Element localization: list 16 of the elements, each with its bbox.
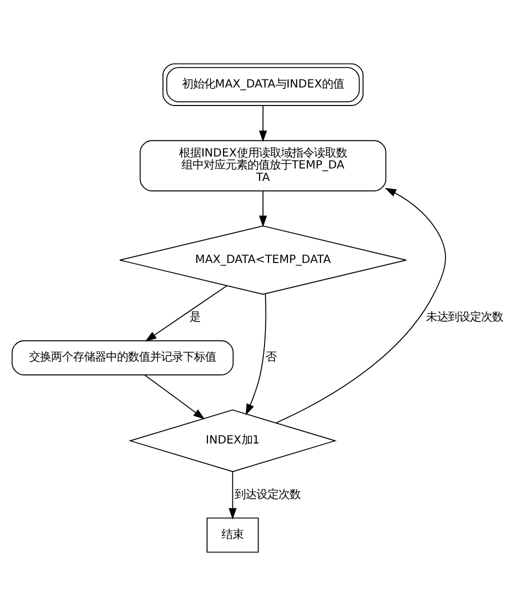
arrow <box>275 188 446 424</box>
node-box: 初始化MAX_DATA与INDEX的值 <box>162 63 364 106</box>
node-box: 交换两个存储器中的数值并记录下标值 <box>12 340 234 376</box>
edge-label: 未达到设定次数 <box>426 309 504 324</box>
arrow <box>259 105 267 142</box>
node-box: 根据INDEX使用读取域指令读取数组中对应元素的值放于TEMP_DATA <box>140 140 386 192</box>
arrow <box>228 471 237 520</box>
arrow <box>145 285 228 342</box>
edge-label: 否 <box>266 350 277 364</box>
arrow <box>144 374 205 420</box>
node-diamond: MAX_DATA<TEMP_DATA <box>119 225 407 295</box>
arrow <box>246 293 266 416</box>
arrow <box>259 190 267 228</box>
edge-label: 是 <box>190 309 201 324</box>
edge-label: 到达设定次数 <box>234 486 300 501</box>
node-box: 结束 <box>206 518 259 553</box>
